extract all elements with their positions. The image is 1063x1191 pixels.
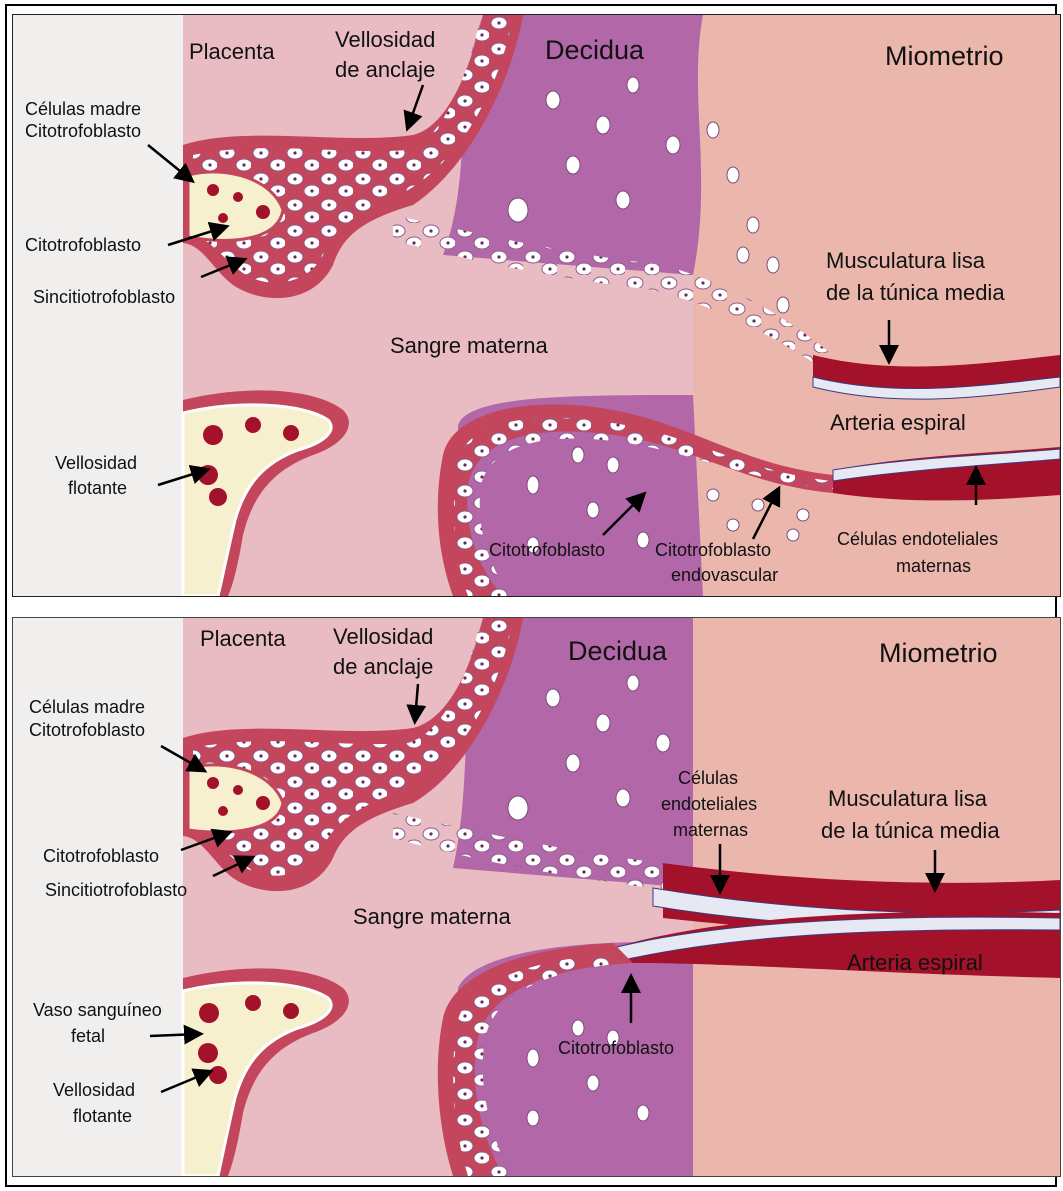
label-vellosidad-flotante-2: flotante [73, 1106, 132, 1126]
label-vaso-1: Vaso sanguíneo [33, 1000, 162, 1020]
label-celulas-madre-2: Citotrofoblasto [29, 720, 145, 740]
label-sincitiotrofoblasto: Sincitiotrofoblasto [33, 287, 175, 307]
label-sangre-materna: Sangre materna [390, 333, 549, 358]
label-musculatura-2: de la túnica media [821, 818, 1000, 843]
label-celulas-madre-2: Citotrofoblasto [25, 121, 141, 141]
label-musculatura-1: Musculatura lisa [826, 248, 986, 273]
panel-remodeling-stage-2: Placenta Vellosidad de anclaje Decidua M… [12, 617, 1061, 1177]
label-miometrio: Miometrio [879, 638, 998, 668]
label-sangre-materna: Sangre materna [353, 904, 512, 929]
diagram-top: Placenta Vellosidad de anclaje Decidua M… [13, 15, 1060, 596]
label-vellosidad-flotante-2: flotante [68, 478, 127, 498]
label-musculatura-2: de la túnica media [826, 280, 1005, 305]
label-vellosidad-anclaje-1: Vellosidad [333, 624, 433, 649]
label-vellosidad-anclaje-2: de anclaje [333, 654, 433, 679]
label-vaso-2: fetal [71, 1026, 105, 1046]
label-decidua: Decidua [568, 636, 668, 666]
label-arteria-espiral: Arteria espiral [847, 950, 983, 975]
panel-remodeling-stage-1: Placenta Vellosidad de anclaje Decidua M… [12, 14, 1061, 597]
label-vellosidad-flotante-1: Vellosidad [53, 1080, 135, 1100]
label-celulas-madre-1: Células madre [29, 697, 145, 717]
label-endoteliales-2: endoteliales [661, 794, 757, 814]
label-citotrofoblasto-b: Citotrofoblasto [558, 1038, 674, 1058]
label-miometrio: Miometrio [885, 41, 1004, 71]
label-celulas-madre-1: Células madre [25, 99, 141, 119]
label-endovascular-1: Citotrofoblasto [655, 540, 771, 560]
label-sincitiotrofoblasto: Sincitiotrofoblasto [45, 880, 187, 900]
label-endoteliales-1: Células endoteliales [837, 529, 998, 549]
label-musculatura-1: Musculatura lisa [828, 786, 988, 811]
label-citotrofoblasto-b: Citotrofoblasto [489, 540, 605, 560]
label-decidua: Decidua [545, 35, 645, 65]
label-vellosidad-anclaje-2: de anclaje [335, 57, 435, 82]
label-placenta: Placenta [189, 39, 275, 64]
label-endoteliales-1: Células [678, 768, 738, 788]
label-endovascular-2: endovascular [671, 565, 778, 585]
label-placenta: Placenta [200, 626, 286, 651]
label-citotrofoblasto-a: Citotrofoblasto [25, 235, 141, 255]
label-citotrofoblasto-a: Citotrofoblasto [43, 846, 159, 866]
diagram-bottom: Placenta Vellosidad de anclaje Decidua M… [13, 618, 1060, 1176]
label-endoteliales-2: maternas [896, 556, 971, 576]
label-vellosidad-flotante-1: Vellosidad [55, 453, 137, 473]
label-endoteliales-3: maternas [673, 820, 748, 840]
label-arteria-espiral: Arteria espiral [830, 410, 966, 435]
label-vellosidad-anclaje-1: Vellosidad [335, 27, 435, 52]
